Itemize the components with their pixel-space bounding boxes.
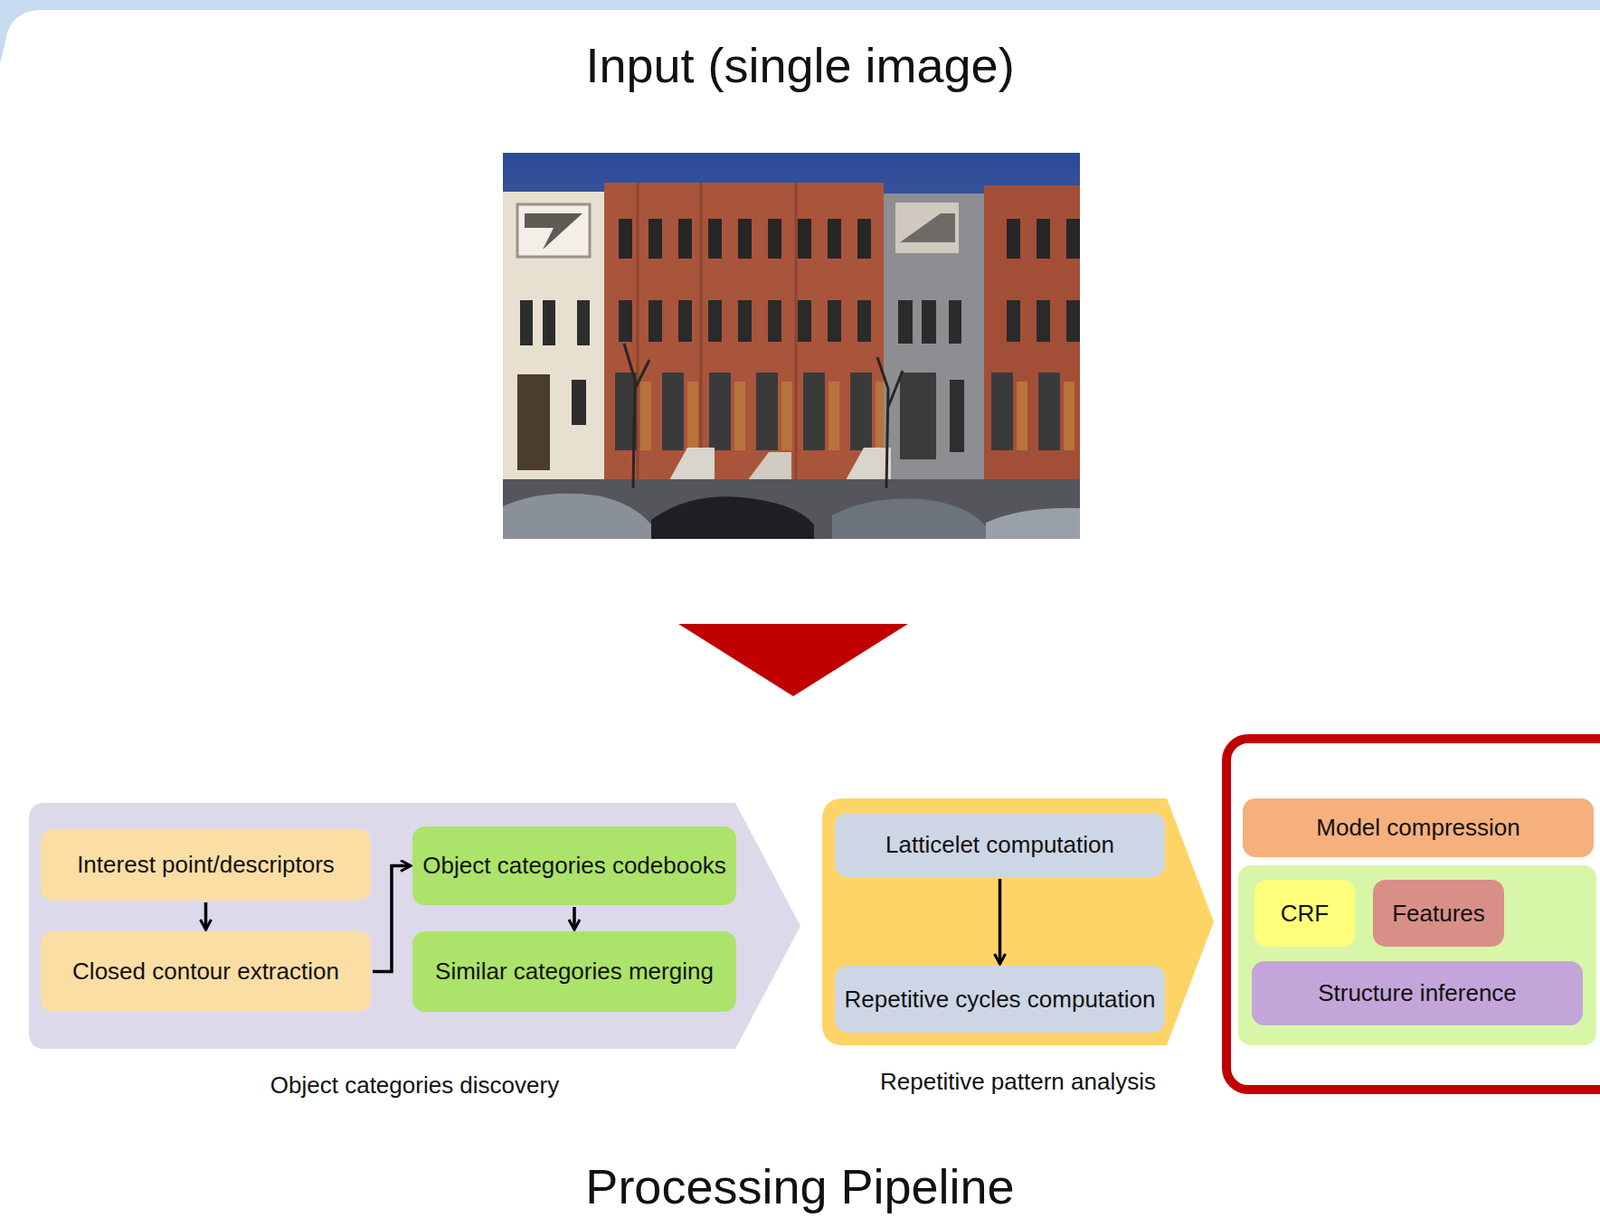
caption: Processing Pipeline xyxy=(0,1157,1600,1217)
model-panel xyxy=(1238,865,1597,1046)
down-arrow xyxy=(678,624,909,697)
box-text: Model compression xyxy=(1315,813,1520,843)
box-text: Structure inference xyxy=(1317,978,1517,1009)
box-text: Repetitive cycles computation xyxy=(844,984,1156,1015)
building-photo xyxy=(502,152,1080,540)
process-box: Model compression xyxy=(1242,798,1594,858)
box-text: CRF xyxy=(1280,899,1329,929)
chevron-outline xyxy=(28,803,801,1050)
box-text: Features xyxy=(1391,899,1486,929)
chevron-outline xyxy=(822,798,1214,1046)
box-text: Object categories codebooks xyxy=(422,851,726,881)
process-box: Object categories codebooks xyxy=(412,826,737,906)
process-box: CRF xyxy=(1254,880,1355,947)
process-box: Similar categories merging xyxy=(412,931,737,1013)
box-text: Interest point/descriptors xyxy=(76,850,335,881)
highlight-frame xyxy=(1226,738,1600,1090)
stage-group: Object categories discoveryInterest poin… xyxy=(28,803,801,1050)
stage-group: Repetitive pattern analysisLatticelet co… xyxy=(822,798,1214,1046)
connector-arrow xyxy=(998,879,1003,965)
group-label: Repetitive pattern analysis xyxy=(804,1067,1232,1098)
connector-arrow xyxy=(572,907,577,930)
group-label: Object categories discovery xyxy=(10,1070,819,1101)
process-box: Structure inference xyxy=(1251,961,1583,1026)
box-text: Similar categories merging xyxy=(435,956,714,987)
connector-arrow xyxy=(204,902,209,930)
process-box: Latticelet computation xyxy=(834,813,1165,878)
box-text: Latticelet computation xyxy=(885,830,1115,861)
process-box: Interest point/descriptors xyxy=(40,829,371,901)
box-text: Closed contour extraction xyxy=(72,956,340,987)
process-box: Repetitive cycles computation xyxy=(834,965,1165,1033)
process-box: Features xyxy=(1372,880,1505,947)
process-box: Closed contour extraction xyxy=(40,931,371,1013)
title: Input (single image) xyxy=(0,36,1600,95)
